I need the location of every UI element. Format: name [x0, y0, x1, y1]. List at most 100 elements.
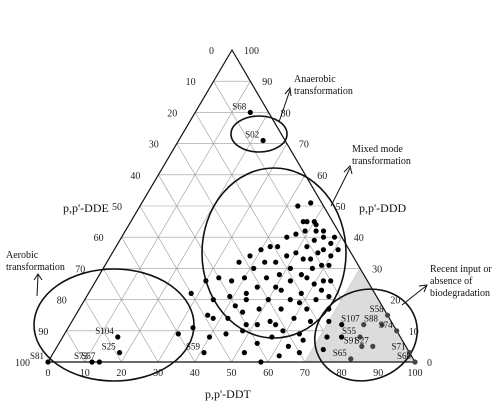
data-point	[276, 272, 282, 278]
data-point	[256, 306, 262, 312]
data-point	[320, 247, 326, 253]
tick-ddt-70: 70	[300, 368, 310, 379]
data-point	[304, 244, 310, 250]
data-point	[284, 234, 290, 240]
point-label-s27: S27	[355, 335, 370, 345]
point-label-s59: S59	[186, 342, 201, 352]
data-point	[318, 287, 325, 293]
data-point	[275, 244, 281, 250]
data-point	[175, 331, 181, 337]
data-point-s71	[406, 350, 413, 356]
point-label-s104: S104	[95, 326, 114, 336]
tick-dde-10: 10	[186, 77, 196, 88]
grid-lines	[66, 80, 397, 363]
mixed-mode-annotation-line1: Mixed mode	[352, 144, 403, 155]
grid-line	[121, 237, 196, 363]
data-point	[319, 262, 325, 268]
data-point	[339, 334, 345, 340]
anaerobic-annotation-line1: Anaerobic	[294, 74, 336, 85]
data-point	[190, 325, 196, 331]
data-point-s55	[357, 334, 363, 340]
tick-ddt-20: 20	[116, 368, 126, 379]
tick-dde-80: 80	[57, 296, 67, 307]
data-point	[324, 334, 330, 340]
data-point	[243, 322, 249, 328]
tick-dde-30: 30	[149, 140, 159, 151]
point-label-s74: S74	[379, 320, 394, 330]
data-point	[258, 247, 264, 253]
data-point	[339, 322, 345, 328]
data-point-s60	[412, 359, 418, 365]
point-label-s65: S65	[333, 348, 348, 358]
aerobic-region	[33, 268, 195, 382]
anaerobic-region	[230, 115, 288, 153]
tick-ddd-70: 70	[299, 140, 309, 151]
data-point	[287, 265, 293, 271]
data-point	[232, 303, 238, 309]
data-point	[265, 297, 271, 303]
grid-line	[231, 205, 324, 363]
data-point	[309, 265, 315, 271]
recent-input-annotation-line3: biodegradation	[430, 288, 490, 299]
data-point	[251, 265, 257, 271]
data-point-s88	[379, 322, 385, 328]
data-point	[203, 278, 209, 284]
tick-dde-0: 0	[209, 46, 214, 57]
tick-ddt-0: 0	[46, 368, 51, 379]
tick-ddd-30: 30	[372, 264, 382, 275]
data-point-s57	[96, 359, 102, 365]
ternary-frame	[46, 48, 417, 363]
data-point	[326, 262, 332, 268]
data-point	[308, 256, 314, 262]
tick-ddt-40: 40	[190, 368, 200, 379]
tick-ddt-10: 10	[80, 368, 90, 379]
data-point	[210, 315, 216, 321]
data-point	[320, 346, 326, 353]
data-point	[258, 359, 264, 365]
grid-line	[84, 299, 122, 363]
grid-line	[66, 330, 85, 363]
tick-ddd-10: 10	[409, 327, 419, 338]
recent-input-shaded-region	[304, 268, 415, 362]
data-point	[267, 244, 273, 250]
data-point	[280, 328, 286, 334]
data-point	[229, 278, 235, 284]
tick-ddd-0: 0	[427, 358, 432, 369]
data-point	[311, 237, 317, 243]
data-point	[267, 318, 273, 324]
data-point	[240, 328, 246, 334]
data-point	[328, 278, 334, 284]
tick-dde-60: 60	[94, 233, 104, 244]
tick-ddt-80: 80	[337, 368, 347, 379]
data-point	[304, 275, 310, 281]
data-point	[298, 290, 304, 296]
data-point	[241, 275, 248, 281]
data-point	[188, 290, 194, 296]
tick-ddt-90: 90	[373, 368, 383, 379]
tick-ddt-30: 30	[153, 368, 163, 379]
data-point-s65	[348, 356, 354, 362]
point-label-s68: S68	[232, 101, 247, 111]
point-label-s60: S60	[397, 351, 412, 361]
tick-ddd-40: 40	[354, 233, 364, 244]
data-point	[206, 334, 213, 340]
tick-ddd-100: 100	[244, 46, 259, 57]
data-point	[296, 300, 303, 306]
data-point-s68	[247, 109, 253, 115]
data-point	[320, 234, 327, 240]
data-point	[311, 281, 317, 287]
point-label-s88: S88	[364, 314, 379, 324]
aerobic-annotation-line1: Aerobic	[6, 250, 39, 261]
point-label-s107: S107	[341, 314, 360, 324]
data-point-s104	[115, 334, 121, 340]
tick-ddd-50: 50	[336, 202, 346, 213]
data-point	[210, 297, 216, 303]
grid-line	[176, 143, 306, 363]
data-point	[273, 322, 279, 328]
data-point	[262, 259, 268, 265]
data-point	[326, 318, 332, 324]
data-point	[298, 272, 304, 278]
grid-line	[139, 205, 232, 363]
